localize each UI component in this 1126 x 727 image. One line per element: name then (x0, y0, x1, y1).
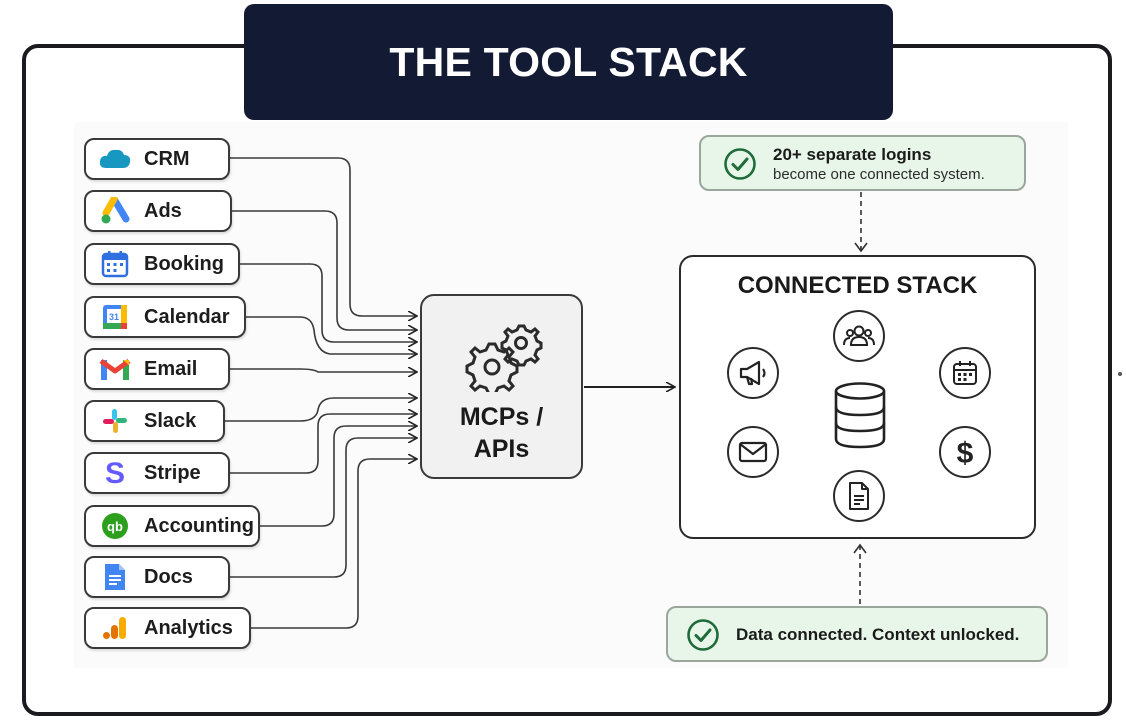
salesforce-cloud-icon (98, 143, 132, 175)
tool-stripe[interactable]: S Stripe (84, 452, 230, 494)
mail-icon (727, 426, 779, 478)
tool-ads[interactable]: Ads (84, 190, 232, 232)
edge-dot (1118, 372, 1122, 376)
database-icon (832, 381, 888, 454)
tool-to-hub-wires (223, 157, 416, 629)
quickbooks-icon: qb (98, 510, 132, 542)
callout-title: 20+ separate logins (773, 145, 932, 164)
tool-label: Calendar (144, 305, 230, 328)
callout-text: Data connected. Context unlocked. (736, 625, 1020, 644)
connected-stack-title: CONNECTED STACK (737, 272, 978, 299)
tool-crm[interactable]: CRM (84, 138, 230, 180)
tool-booking[interactable]: Booking (84, 243, 240, 285)
check-circle-icon (686, 618, 720, 657)
google-docs-icon (98, 561, 132, 593)
tool-label: Ads (144, 199, 182, 222)
check-circle-icon (723, 147, 757, 186)
callout-subtitle: become one connected system. (773, 166, 985, 183)
callout-separate-logins: 20+ separate logins become one connected… (699, 135, 1026, 191)
svg-text:S: S (105, 458, 125, 488)
google-calendar-icon: 31 (98, 301, 132, 333)
tool-email[interactable]: Email (84, 348, 230, 390)
title-banner: THE TOOL STACK (244, 4, 893, 120)
tool-accounting[interactable]: qb Accounting (84, 505, 260, 547)
hub-label-line2: APIs (473, 435, 530, 463)
users-icon (833, 310, 885, 362)
svg-text:$: $ (957, 437, 974, 469)
tool-label: Email (144, 357, 198, 380)
tool-label: Docs (144, 565, 193, 588)
calendar-icon (939, 347, 991, 399)
dollar-icon: $ (939, 426, 991, 478)
megaphone-icon (727, 347, 779, 399)
tool-label: Analytics (144, 616, 233, 639)
stripe-icon: S (98, 457, 132, 489)
booking-calendar-icon (98, 248, 132, 280)
google-ads-icon (98, 195, 132, 227)
tool-slack[interactable]: Slack (84, 400, 225, 442)
page-title: THE TOOL STACK (389, 38, 748, 85)
document-icon (833, 470, 885, 522)
google-analytics-icon (98, 612, 132, 644)
callout-data-connected: Data connected. Context unlocked. (666, 606, 1048, 662)
gears-icon (464, 322, 544, 397)
tool-calendar[interactable]: 31 Calendar (84, 296, 246, 338)
tool-label: Booking (144, 252, 224, 275)
hub-label-line1: MCPs / (459, 403, 544, 431)
gmail-icon (98, 353, 132, 385)
tool-analytics[interactable]: Analytics (84, 607, 251, 649)
slack-icon (98, 405, 132, 437)
tool-label: CRM (144, 147, 190, 170)
tool-label: Stripe (144, 461, 201, 484)
svg-text:31: 31 (109, 312, 119, 322)
tool-label: Slack (144, 409, 197, 432)
svg-text:qb: qb (107, 519, 123, 534)
mcp-api-hub: MCPs / APIs (420, 294, 583, 479)
tool-label: Accounting (144, 514, 254, 537)
tool-docs[interactable]: Docs (84, 556, 230, 598)
